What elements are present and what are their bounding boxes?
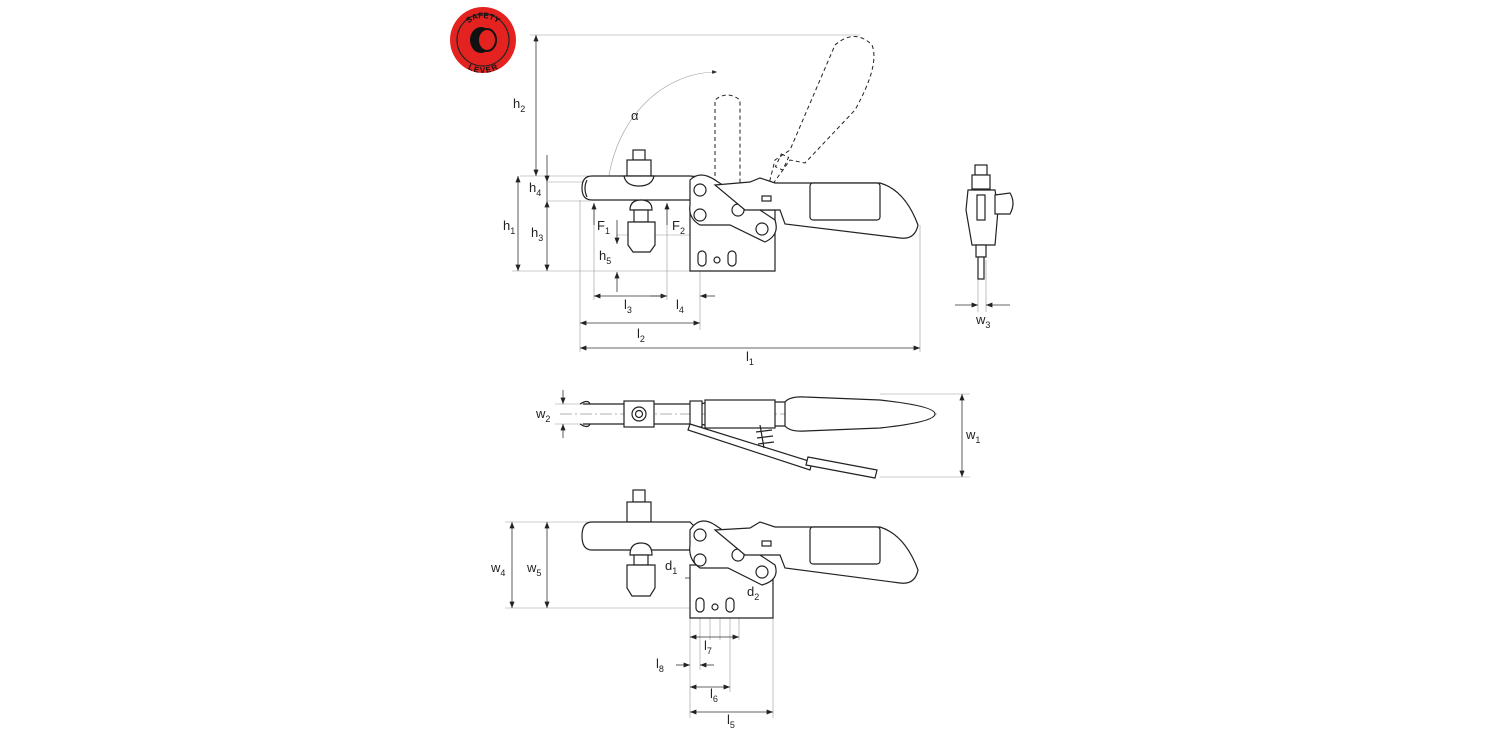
label-l3: l3: [624, 297, 632, 315]
label-l8: l8: [656, 656, 664, 674]
label-h4: h4: [529, 180, 541, 198]
label-h5: h5: [599, 248, 611, 266]
label-h2: h2: [513, 96, 525, 114]
svg-text:LEVER: LEVER: [467, 62, 500, 75]
end-view: [955, 164, 1014, 312]
label-l2: l2: [637, 326, 645, 344]
label-l4: l4: [676, 297, 684, 315]
label-d2: d2: [747, 584, 759, 602]
top-view: [555, 390, 970, 479]
label-alpha: α: [631, 108, 639, 123]
label-F2: F2: [672, 218, 685, 236]
label-w4: w4: [490, 560, 505, 578]
label-l6: l6: [710, 686, 718, 704]
label-w3: w3: [975, 312, 990, 330]
label-l5: l5: [727, 712, 735, 730]
side-view: [512, 34, 921, 352]
bottom-view: [505, 489, 919, 718]
dimension-labels: α h2 h4 h1 h3 F1 F2 h5 l3 l4 l2 l1 w3 w2…: [490, 96, 990, 730]
svg-text:SAFETY: SAFETY: [464, 11, 502, 25]
label-l1: l1: [746, 349, 754, 367]
label-w1: w1: [965, 427, 980, 445]
label-h3: h3: [531, 225, 543, 243]
label-w2: w2: [535, 406, 550, 424]
label-w5: w5: [526, 560, 541, 578]
label-d1: d1: [665, 558, 677, 576]
label-l7: l7: [704, 638, 712, 656]
label-F1: F1: [597, 218, 610, 236]
safety-lever-badge: SAFETY LEVER: [450, 7, 516, 75]
label-h1: h1: [503, 218, 515, 236]
